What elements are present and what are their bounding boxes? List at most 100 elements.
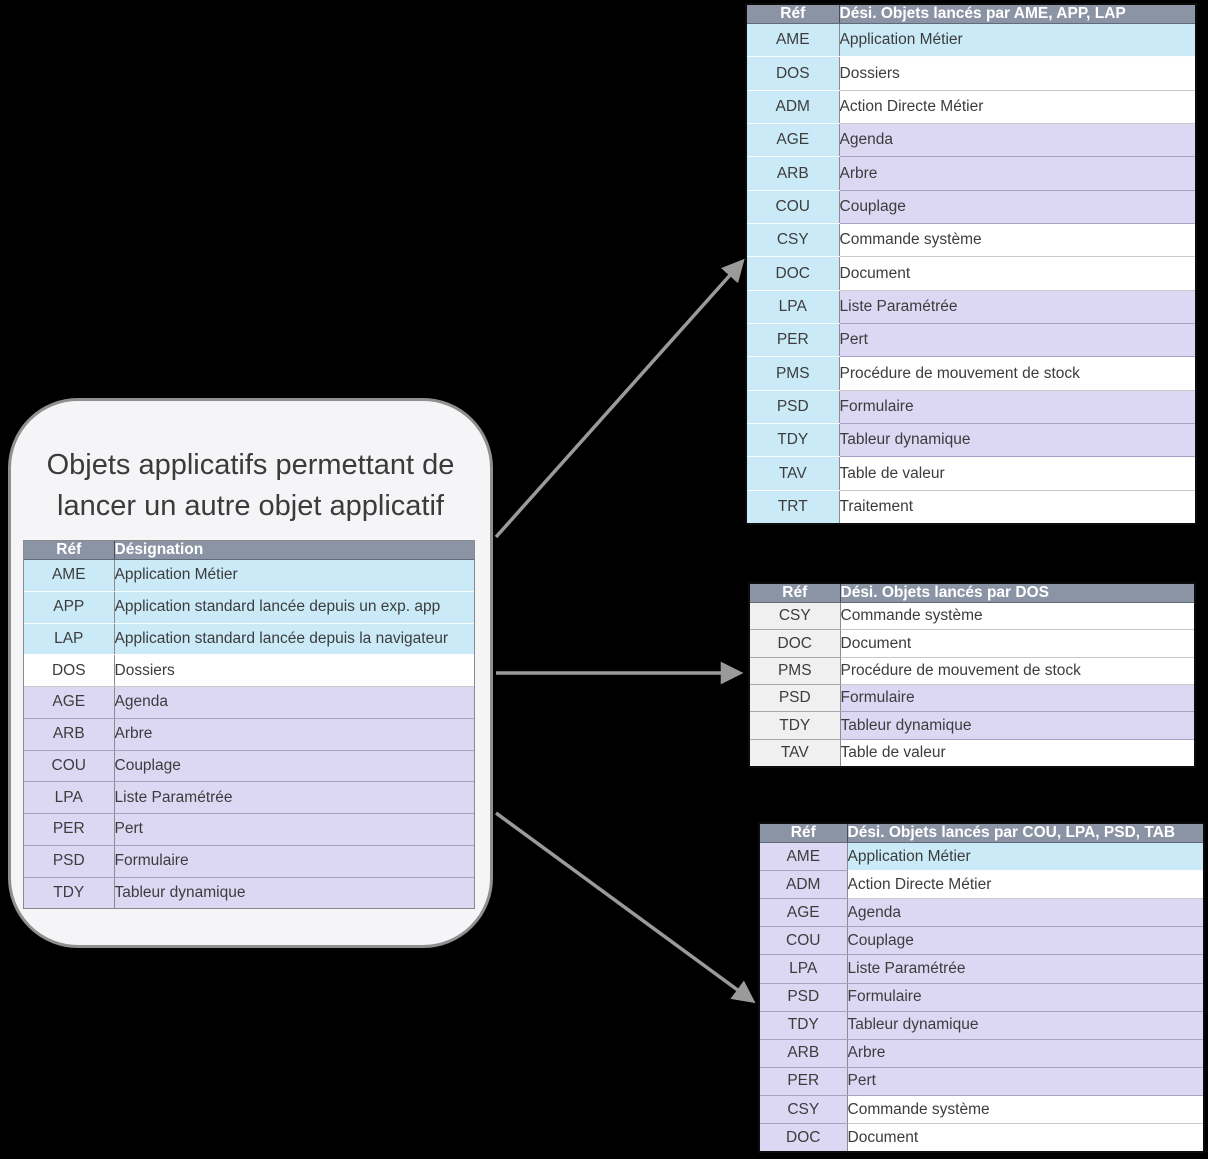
ref-cell: TDY xyxy=(750,711,840,740)
ref-cell: PMS xyxy=(750,657,840,686)
ref-cell: LPA xyxy=(760,954,847,984)
ref-cell: COU xyxy=(760,926,847,956)
designation-cell: Dossiers xyxy=(113,654,474,687)
designation-cell: Procédure de mouvement de stock xyxy=(838,356,1195,391)
designation-cell: Liste Paramétrée xyxy=(838,290,1195,325)
designation-cell: Application standard lancée depuis un ex… xyxy=(113,591,474,624)
ref-cell: CSY xyxy=(750,602,840,631)
designation-cell: Commande système xyxy=(838,223,1195,258)
designation-cell: Document xyxy=(839,629,1194,658)
ref-cell: PER xyxy=(24,813,114,846)
designation-cell: Formulaire xyxy=(839,684,1194,713)
designation-cell: Arbre xyxy=(113,718,474,751)
designation-cell: Dossiers xyxy=(838,56,1195,91)
designation-cell: Tableur dynamique xyxy=(839,711,1194,740)
designation-cell: Tableur dynamique xyxy=(113,877,474,908)
ref-column-header: Réf xyxy=(750,584,840,603)
ref-cell: AGE xyxy=(760,898,847,928)
ref-cell: TRT xyxy=(747,490,839,523)
designation-cell: Formulaire xyxy=(838,390,1195,425)
designation-cell: Liste Paramétrée xyxy=(113,781,474,814)
designation-cell: Pert xyxy=(838,323,1195,358)
designation-cell: Formulaire xyxy=(846,983,1203,1012)
designation-column-header: Dési. Objets lancés par COU, LPA, PSD, T… xyxy=(846,824,1203,843)
designation-column-header: Dési. Objets lancés par DOS xyxy=(839,584,1194,603)
designation-cell: Table de valeur xyxy=(838,456,1195,491)
designation-cell: Couplage xyxy=(838,190,1195,225)
source-box-title: Objets applicatifs permettant de lancer … xyxy=(11,445,490,527)
designation-cell: Procédure de mouvement de stock xyxy=(839,657,1194,686)
ref-cell: AME xyxy=(24,559,114,592)
ref-column-header: Réf xyxy=(24,541,114,560)
source-box-title-line1: Objets applicatifs permettant de xyxy=(46,449,455,481)
ref-cell: PSD xyxy=(750,684,840,713)
ref-cell: DOC xyxy=(747,256,839,291)
ref-cell: PMS xyxy=(747,356,839,391)
ref-cell: PSD xyxy=(24,845,114,878)
designation-cell: Document xyxy=(846,1123,1203,1151)
designation-cell: Pert xyxy=(846,1067,1203,1096)
designation-cell: Agenda xyxy=(838,123,1195,158)
source-box-title-line2: lancer un autre objet applicatif xyxy=(57,490,444,522)
ref-cell: DOS xyxy=(24,654,114,687)
designation-cell: Arbre xyxy=(846,1039,1203,1068)
ref-cell: COU xyxy=(24,750,114,783)
ref-cell: APP xyxy=(24,591,114,624)
designation-cell: Commande système xyxy=(839,602,1194,631)
designation-cell: Arbre xyxy=(838,156,1195,191)
ref-column-header: Réf xyxy=(747,5,839,24)
designation-cell: Couplage xyxy=(113,750,474,783)
ref-cell: AME xyxy=(747,23,839,58)
ref-cell: PER xyxy=(747,323,839,358)
ref-cell: AME xyxy=(760,842,847,872)
designation-cell: Application standard lancée depuis la na… xyxy=(113,623,474,656)
designation-cell: Traitement xyxy=(838,490,1195,523)
ref-cell: LAP xyxy=(24,623,114,656)
designation-cell: Action Directe Métier xyxy=(838,90,1195,125)
ref-cell: ARB xyxy=(747,156,839,191)
designation-cell: Couplage xyxy=(846,926,1203,956)
ref-cell: CSY xyxy=(747,223,839,258)
ref-cell: ARB xyxy=(24,718,114,751)
arrow-source-to-cou-lpa-psd-tab-icon xyxy=(494,811,756,1004)
ref-cell: DOC xyxy=(760,1123,847,1151)
designation-cell: Formulaire xyxy=(113,845,474,878)
ref-cell: TAV xyxy=(747,456,839,491)
ref-cell: DOS xyxy=(747,56,839,91)
designation-cell: Application Métier xyxy=(113,559,474,592)
designation-cell: Tableur dynamique xyxy=(838,423,1195,458)
ref-column-header: Réf xyxy=(760,824,847,843)
